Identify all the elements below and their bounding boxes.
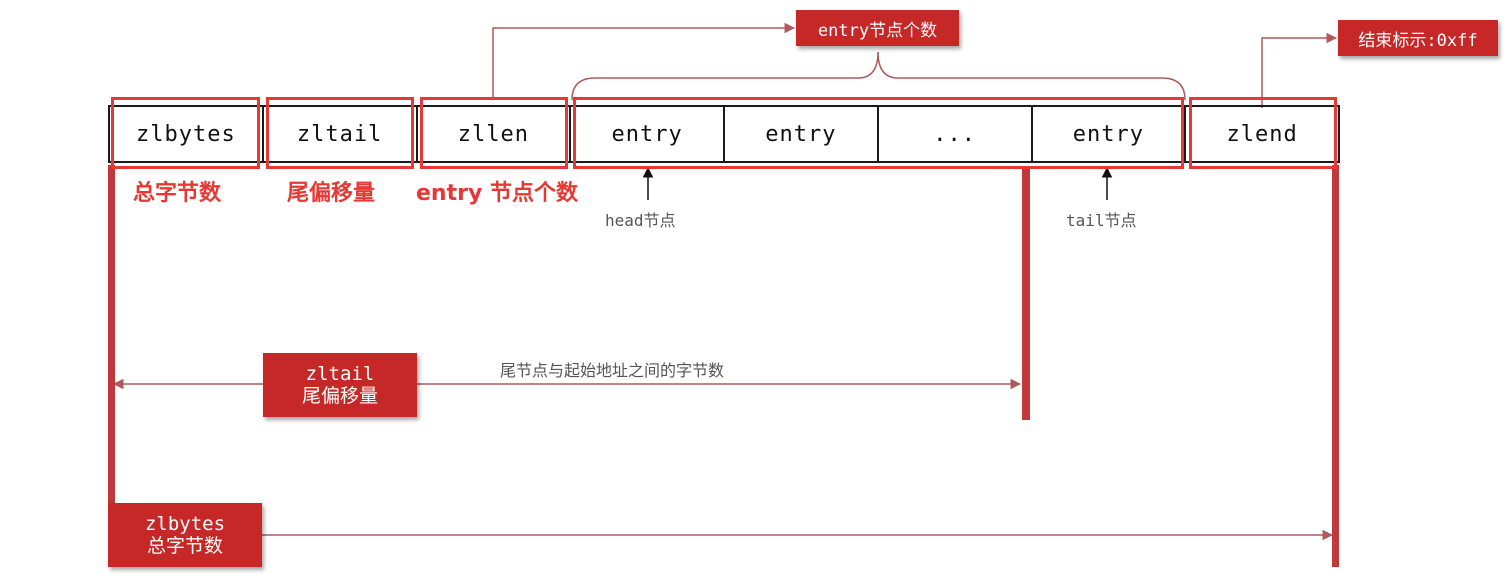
cell-zlbytes: zlbytes [110, 107, 264, 161]
highlight-zlend [1189, 97, 1337, 169]
callout-entry-count: entry节点个数 [796, 10, 959, 46]
tail-bar [1022, 168, 1030, 420]
highlight-zllen [420, 97, 568, 169]
start-bar [108, 165, 115, 505]
zllen-connector [492, 22, 796, 98]
head-label: head节点 [605, 211, 676, 230]
highlight-zlbytes [111, 97, 260, 169]
callout-end-marker: 结束标示:0xff [1338, 20, 1498, 56]
callout-zlbytes-title: zlbytes [144, 513, 226, 535]
tail-label: tail节点 [1066, 211, 1137, 230]
cell-entry-2: entry [725, 107, 879, 161]
callout-zlbytes: zlbytes 总字节数 [108, 503, 262, 567]
callout-zltail: zltail 尾偏移量 [263, 353, 417, 417]
cell-zllen: zllen [418, 107, 572, 161]
cell-ellipsis: ... [879, 107, 1033, 161]
entry-brace [571, 51, 1186, 101]
callout-zltail-sub: 尾偏移量 [301, 385, 378, 407]
end-bar [1332, 165, 1339, 567]
tail-offset-desc: 尾节点与起始地址之间的字节数 [500, 361, 725, 380]
callout-entry-count-text: entry节点个数 [817, 20, 938, 41]
cell-entry-last: entry [1033, 107, 1187, 161]
callout-zltail-title: zltail [305, 363, 375, 385]
highlight-entries [573, 97, 1184, 169]
callout-end-marker-text: 结束标示:0xff [1358, 30, 1478, 51]
caption-zllen: entry 节点个数 [416, 181, 578, 206]
callout-zlbytes-sub: 总字节数 [146, 535, 223, 557]
zlend-connector [1261, 32, 1338, 108]
cell-entry-1: entry [571, 107, 725, 161]
highlight-zltail [266, 97, 414, 169]
caption-zlbytes: 总字节数 [133, 181, 222, 206]
caption-zltail: 尾偏移量 [287, 181, 376, 206]
cell-zltail: zltail [264, 107, 418, 161]
ziplist-row: zlbytes zltail zllen entry entry ... ent… [108, 105, 1340, 163]
cell-zlend: zlend [1226, 121, 1298, 147]
